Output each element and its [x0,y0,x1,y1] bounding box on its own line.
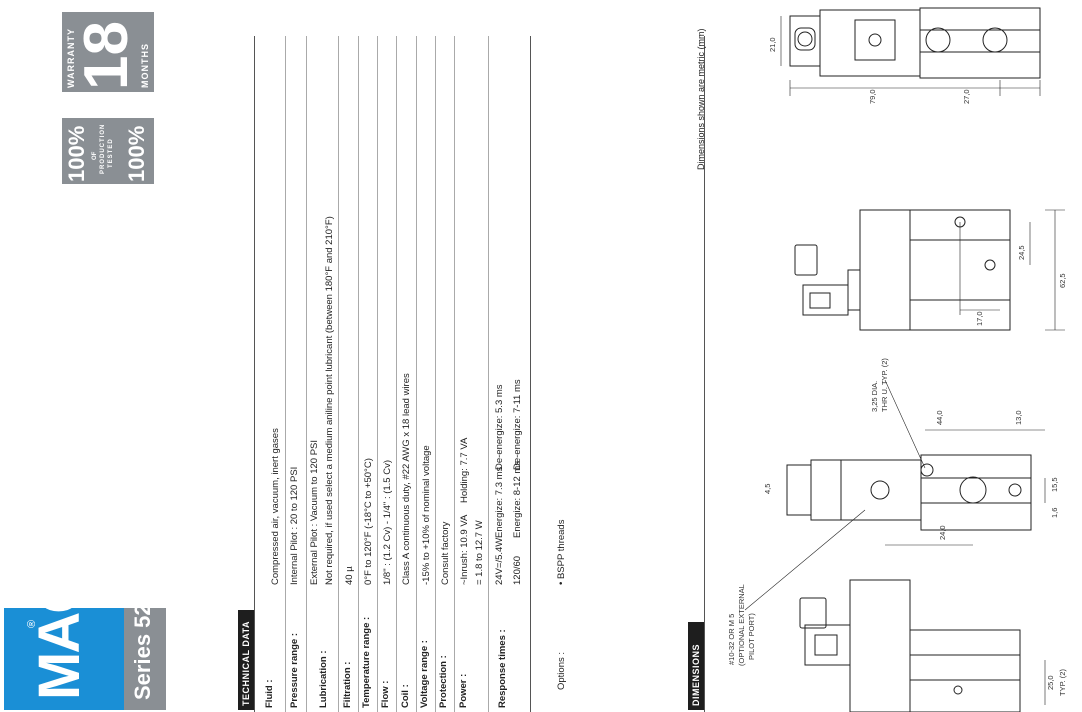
row-label: Coil : [400,684,411,708]
dim-dia: 3,25 DIA. [870,380,879,412]
row-value: 0°F to 120°F (-18°C to +50°C) [363,458,374,585]
row-rule [454,36,455,712]
row-rule [285,36,286,712]
row-label: Flow : [380,680,391,708]
connector-side [794,244,818,276]
row-rule [338,36,339,712]
row-value: 40 µ [344,566,355,585]
options-value: • BSPP threads [556,519,567,585]
row-value: De-energize: 5.3 ms [494,384,505,470]
row-value: -15% to +10% of nominal voltage [421,445,432,585]
dim-79: 79,0 [868,89,877,104]
warranty-number: 18 [72,21,141,90]
dimensions-header: DIMENSIONS [688,622,704,710]
row-label: Pressure range : [289,633,300,708]
pilot-note-1: #10-32 OR M 5 [727,613,736,665]
row-value: ~Inrush: 10.9 VA [459,514,470,585]
tested-badge: 100% OF PRODUCTION TESTED 100% [62,118,154,184]
row-rule [396,36,397,712]
row-value: External Pilot : Vacuum to 120 PSI [309,439,320,585]
row-rule [358,36,359,712]
dim-62-5: 62,5 [1058,273,1067,288]
dim-44: 44,0 [935,410,944,425]
series-label: Series 52 [130,603,155,700]
row-label: Filtration : [342,661,353,708]
dim-25: 25,0 [1046,675,1055,690]
pilot-note-3: PILOT PORT) [747,613,756,660]
connector-front [799,597,827,629]
row-value: De-energize: 7-11 ms [512,379,523,470]
technical-header: TECHNICAL DATA [238,610,254,710]
pilot-note-2: (OPTIONAL EXTERNAL [737,584,746,666]
row-value: 24V=/5.4W [494,537,505,585]
row-rule [416,36,417,712]
row-label: Voltage range : [419,640,430,708]
dim-21: 21,0 [768,37,777,52]
row-rule [306,36,307,712]
row-label: Lubrication : [318,650,329,708]
dim-typ2: TYP. (2) [1058,669,1067,696]
months-word: MONTHS [140,43,150,88]
brand-logo: MAC ® Series 52 [4,574,166,710]
brand-logo-text: MAC [27,573,92,700]
row-rule [435,36,436,712]
row-label: Temperature range : [361,616,372,708]
row-label: Response times : [497,629,508,708]
tested-pct2: 100% [124,125,149,182]
row-value: Energize: 8-12 ms [512,460,523,538]
dim-dia-typ: THR U. TYP. (2) [880,358,889,412]
row-value: Compressed air, vacuum, inert gases [270,428,281,585]
row-value: Energize: 7.3 ms [494,466,505,538]
tested-production: PRODUCTION [100,123,106,174]
dim-24-5: 24,5 [1017,245,1026,260]
row-label: Protection : [438,655,449,708]
dim-24: 24,0 [938,525,947,540]
row-rule [488,36,489,712]
row-value: = 1.8 to 12.7 W [474,520,485,585]
row-value: Class A continuous duty, #22 AWG x 18 le… [401,373,412,585]
tested-tested: TESTED [108,138,114,168]
options-label: Options : [556,651,567,690]
row-value: 120/60 [512,555,523,585]
dimension-drawings [744,7,1065,712]
row-value: 1/8" : (1.2 Cv) - 1/4" : (1.5 Cv) [382,459,393,585]
table-bottom-rule [530,36,531,712]
brand-registered: ® [26,619,38,628]
dim-17: 17,0 [975,311,984,326]
bottom-view-coil [786,464,812,516]
row-rule [377,36,378,712]
tested-pct: 100% [64,125,89,182]
dim-1-6: 1,6 [1050,507,1059,518]
row-label: Fluid : [264,679,275,709]
row-value: Internal Pilot : 20 to 120 PSI [289,466,300,585]
tested-of: OF [92,151,98,160]
row-value: Holding: 7.7 VA [459,437,470,503]
dim-27: 27,0 [962,89,971,104]
dim-13: 13,0 [1014,410,1023,425]
dim-15-5: 15,5 [1050,477,1059,492]
table-top-rule [254,36,255,712]
dimensions-rule [704,36,705,712]
warranty-badge: WARRANTY 18 MONTHS [62,12,154,92]
series-band: Series 52 [124,603,166,710]
row-value: Not required, if used select a medium an… [324,216,335,585]
row-label: Power : [458,673,469,708]
dim-4-5: 4,5 [763,483,772,494]
row-value: Consult factory [440,521,451,585]
